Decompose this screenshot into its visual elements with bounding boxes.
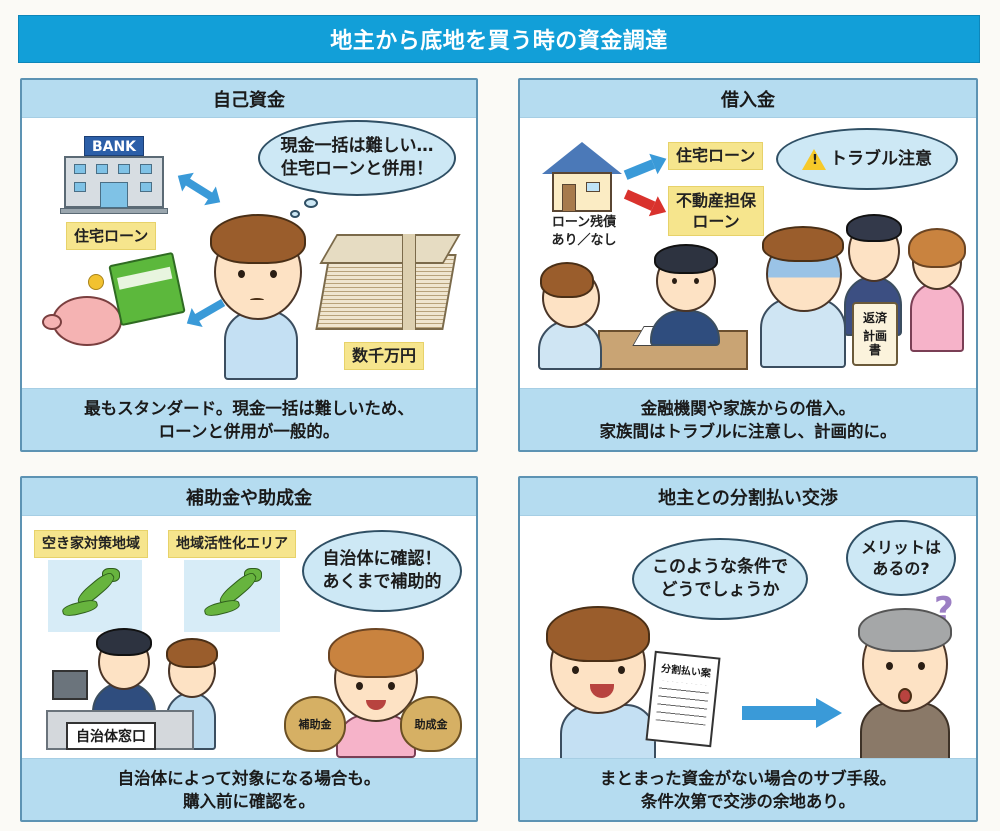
subsidy-bag-icon: 補助金 — [284, 696, 346, 752]
thought-dot-icon — [290, 210, 300, 218]
footer-line-2: ローンと併用が一般的。 — [158, 421, 340, 441]
landowner-line-1: メリットは — [860, 538, 941, 557]
municipal-desk-label: 自治体窓口 — [66, 722, 156, 750]
woman-with-money-bags-illustration — [284, 628, 468, 758]
loan-balance-line-2: あり／なし — [551, 233, 617, 248]
bank-building-icon: BANK — [60, 136, 168, 216]
loan-balance-line-1: ローン残債 — [551, 215, 617, 230]
arrow-blue-icon — [621, 148, 671, 186]
thought-dot-icon — [304, 198, 318, 208]
double-arrow-icon — [171, 166, 227, 212]
buyer-illustration — [544, 596, 674, 764]
footer-line-1: 自治体によって対象になる場合も。 — [117, 768, 381, 788]
family-illustration: 返済 計画 書 — [760, 206, 970, 368]
subsidy-bag-label: 補助金 — [298, 718, 332, 731]
money-amount-label: 数千万円 — [344, 342, 425, 370]
panel-subsidy: 補助金や助成金 空き家対策地域 地域活性化エリア 自治体窓口 自治体に確認！ あ… — [20, 476, 478, 822]
arrow-right-icon — [742, 698, 842, 730]
scroll-line-2: 計画 — [862, 329, 887, 343]
installment-plan-document: 分割払い案 — [645, 650, 721, 748]
panel-self-funds: 自己資金 BANK 住宅ローン — [20, 78, 478, 452]
document-title: 分割払い案 — [660, 663, 712, 680]
panel-footer: 最もスタンダード。現金一括は難しいため、 ローンと併用が一般的。 — [22, 388, 476, 450]
money-stack-icon — [315, 228, 461, 332]
home-loan-label: 住宅ローン — [66, 222, 157, 250]
panel-header: 自己資金 — [22, 80, 476, 118]
panel-footer: まとまった資金がない場合のサブ手段。 条件次第で交渉の余地あり。 — [520, 758, 976, 820]
landowner-speech-bubble: メリットは あるの? — [846, 520, 956, 596]
bank-sign: BANK — [84, 136, 144, 156]
warning-text: トラブル注意 — [830, 148, 932, 169]
footer-line-2: 家族間はトラブルに注意し、計画的に。 — [599, 421, 897, 441]
option-line-1: 不動産担保 — [676, 191, 757, 210]
landowner-illustration — [850, 602, 960, 762]
loan-balance-label: ローン残債 あり／なし — [534, 214, 634, 250]
revitalization-area-label: 地域活性化エリア — [168, 530, 296, 558]
bubble-line-2: どうでしょうか — [660, 580, 780, 600]
japan-map-icon — [61, 568, 130, 622]
vacant-house-region-label: 空き家対策地域 — [34, 530, 148, 558]
option-line-2: ローン — [692, 212, 740, 231]
home-loan-option: 住宅ローン — [668, 142, 764, 170]
scroll-line-3: 書 — [868, 343, 881, 357]
loan-consultation-illustration — [538, 240, 748, 370]
panel-header: 地主との分割払い交渉 — [520, 478, 976, 516]
footer-line-1: 金融機関や家族からの借入。 — [640, 398, 856, 418]
piggy-bank-icon — [42, 274, 128, 350]
thought-line-1: 現金一括は難しい… — [280, 136, 434, 156]
thinking-man-illustration — [204, 206, 314, 380]
house-icon — [542, 142, 622, 212]
proposal-speech-bubble: このような条件で どうでしょうか — [632, 538, 808, 620]
footer-line-2: 条件次第で交渉の余地あり。 — [640, 791, 856, 811]
japan-map-icon — [202, 568, 272, 622]
thought-line-2: 住宅ローンと併用！ — [280, 159, 434, 179]
passbook-icon — [108, 251, 186, 327]
grant-bag-label: 助成金 — [414, 718, 448, 731]
panel-installment: 地主との分割払い交渉 このような条件で どうでしょうか メリットは あるの? ?… — [518, 476, 978, 822]
panel-header: 補助金や助成金 — [22, 478, 476, 516]
real-estate-secured-loan-option: 不動産担保 ローン — [668, 186, 765, 236]
footer-line-1: 最もスタンダード。現金一括は難しいため、 — [84, 398, 414, 418]
panel-borrowing: 借入金 ローン残債 あり／なし 住宅ローン 不動産担保 ローン ! トラブル注意 — [518, 78, 978, 452]
footer-line-1: まとまった資金がない場合のサブ手段。 — [599, 768, 897, 788]
page-title: 地主から底地を買う時の資金調達 — [18, 15, 980, 63]
repayment-plan-scroll: 返済 計画 書 — [852, 302, 898, 366]
scroll-line-1: 返済 — [862, 311, 887, 325]
bubble-line-1: 自治体に確認！ — [322, 549, 442, 569]
confirm-speech-bubble: 自治体に確認！ あくまで補助的 — [302, 530, 462, 612]
bubble-line-2: あくまで補助的 — [322, 572, 442, 592]
panel-footer: 金融機関や家族からの借入。 家族間はトラブルに注意し、計画的に。 — [520, 388, 976, 450]
panel-header: 借入金 — [520, 80, 976, 118]
warning-bubble: ! トラブル注意 — [776, 128, 958, 190]
grant-bag-icon: 助成金 — [400, 696, 462, 752]
footer-line-2: 購入前に確認を。 — [183, 791, 315, 811]
bubble-line-1: このような条件で — [652, 557, 788, 577]
panel-footer: 自治体によって対象になる場合も。 購入前に確認を。 — [22, 758, 476, 820]
landowner-line-2: あるの? — [872, 559, 930, 578]
warning-icon: ! — [802, 148, 826, 170]
thought-bubble: 現金一括は難しい… 住宅ローンと併用！ — [258, 120, 456, 196]
